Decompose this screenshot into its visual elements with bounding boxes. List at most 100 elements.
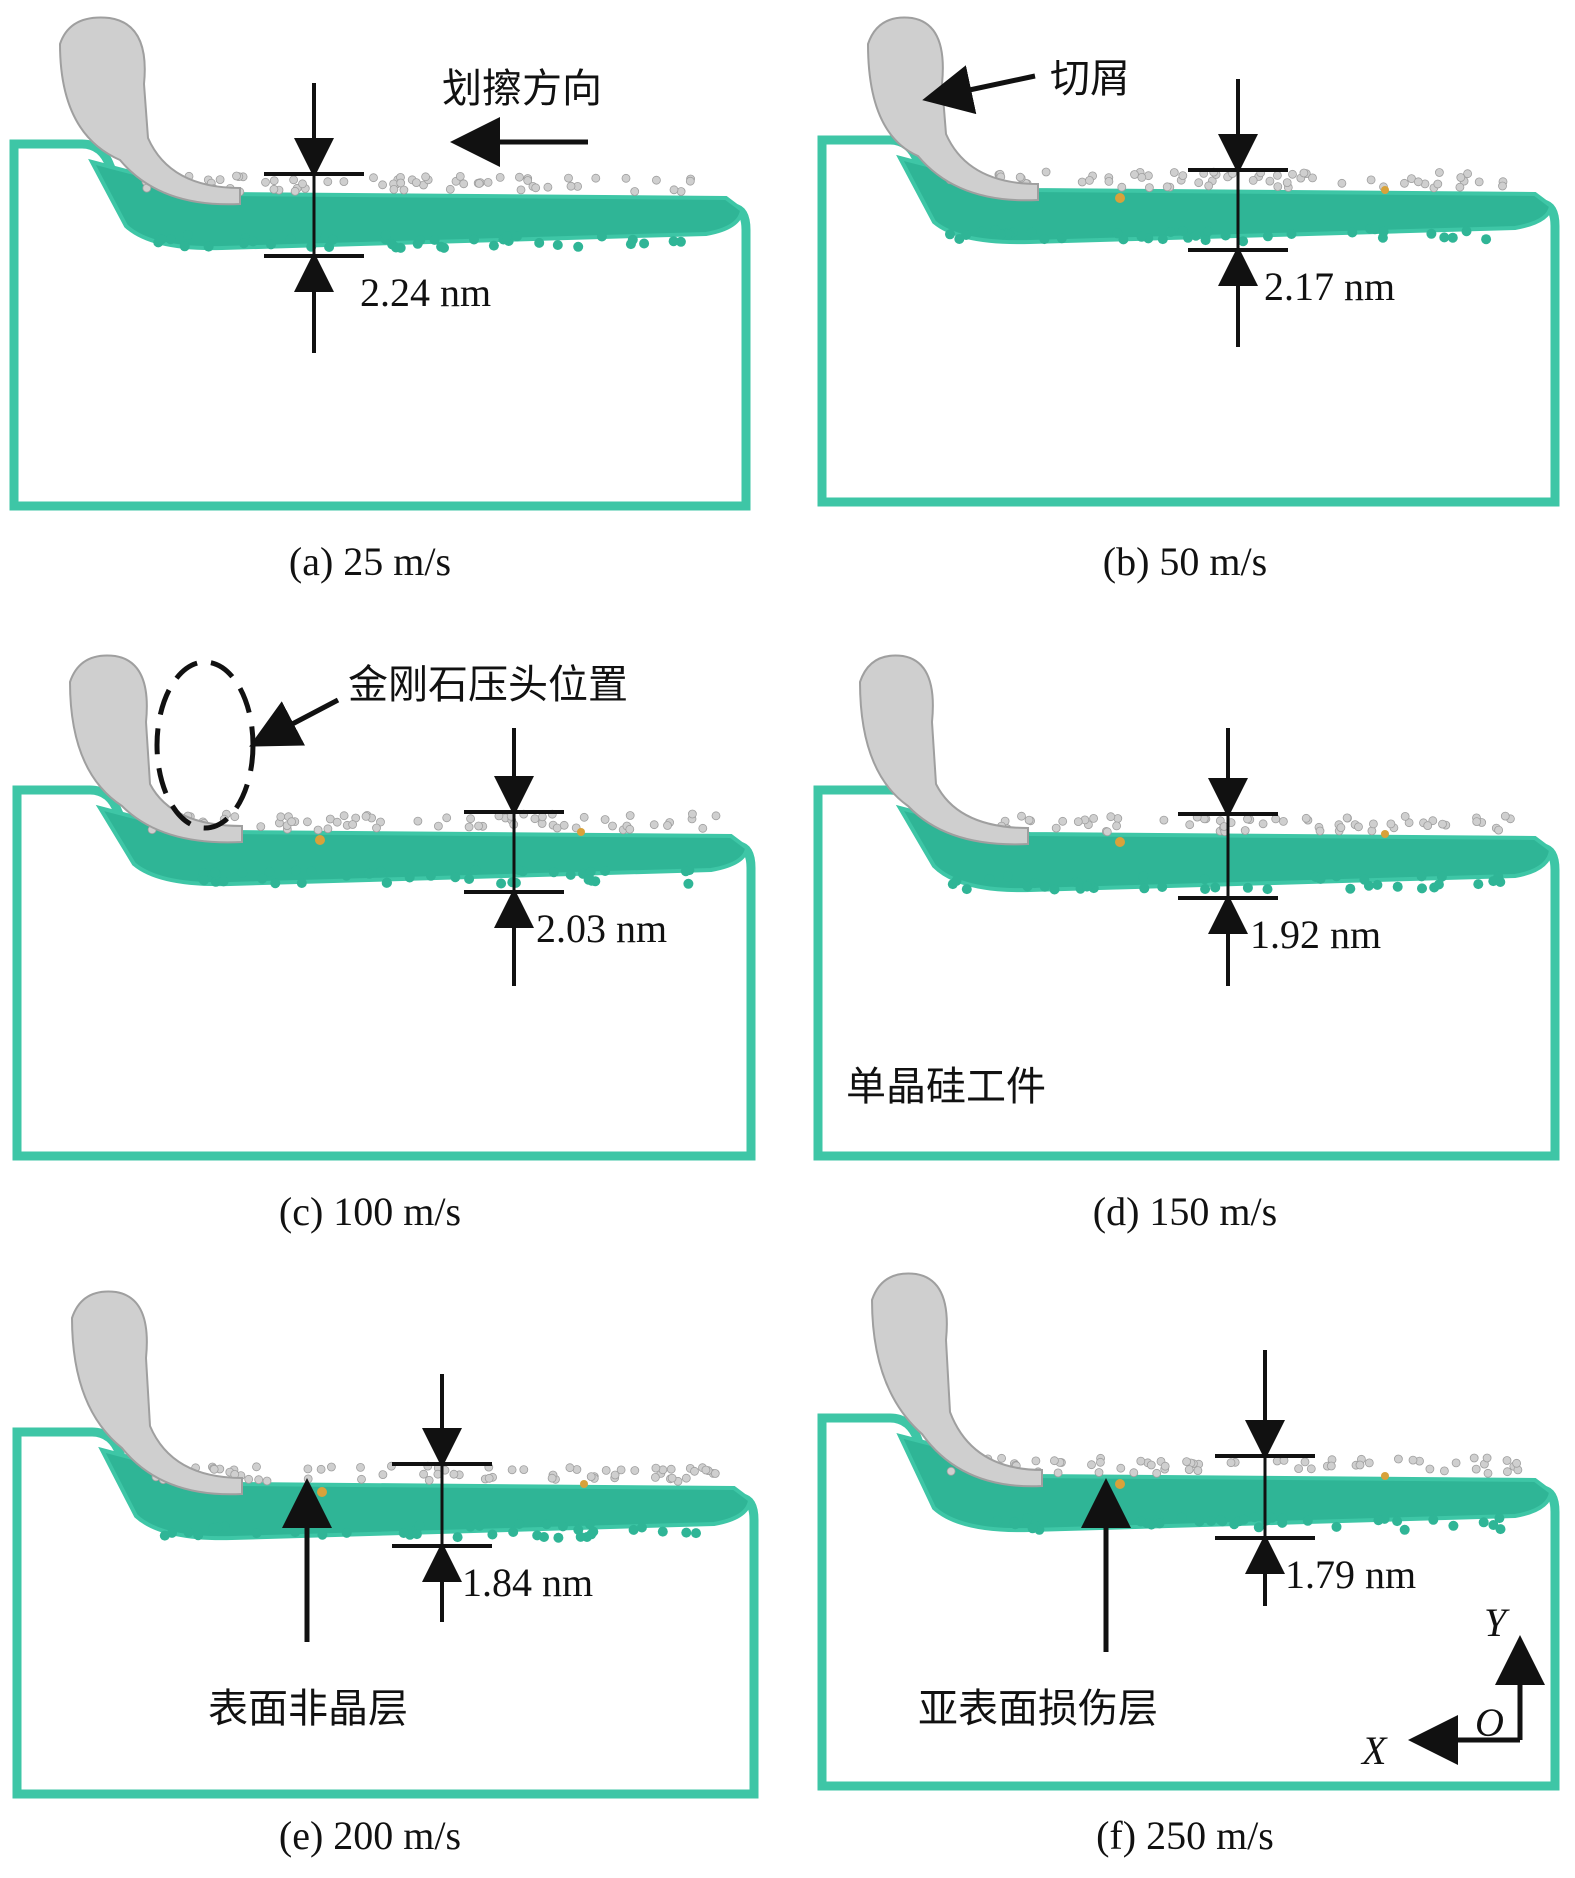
surface-atom <box>547 1473 557 1483</box>
layer-atom <box>156 234 167 245</box>
layer-atom <box>1206 1516 1217 1527</box>
chip-blob <box>58 16 241 206</box>
surface-atom <box>1129 1468 1139 1478</box>
surface-atom <box>495 172 505 182</box>
defect-spot <box>317 1487 327 1497</box>
layer-atom <box>1049 884 1060 895</box>
layer-atom <box>182 230 193 240</box>
surface-atom <box>1096 1457 1105 1467</box>
surface-atom <box>1077 177 1087 187</box>
layer-atom <box>208 1523 219 1534</box>
surface-atom <box>474 821 484 831</box>
layer-atom <box>219 1521 230 1532</box>
layer-atom <box>179 241 190 252</box>
caption-a: (a) 25 m/s <box>288 539 452 584</box>
layer-atom <box>532 1530 543 1541</box>
surface-atom <box>323 824 333 834</box>
layer-atom <box>1377 232 1388 243</box>
surface-atom <box>289 175 299 185</box>
layer-atom <box>1495 1524 1506 1535</box>
surface-atom <box>1451 1458 1461 1468</box>
layer-atom <box>199 875 209 886</box>
defect-spot <box>1381 830 1389 838</box>
layer-atom <box>573 241 584 252</box>
layer-atom <box>1199 874 1210 885</box>
layer-atom <box>411 1529 422 1540</box>
caption-b: (b) 50 m/s <box>1102 539 1268 584</box>
chip-blob <box>858 654 1029 846</box>
layer-atom <box>1347 227 1358 238</box>
layer-atom <box>395 242 406 253</box>
defect-spot <box>577 828 585 836</box>
thickness-label: 2.03 nm <box>536 906 667 951</box>
layer-atom <box>585 866 596 877</box>
surface-atom <box>1178 171 1188 181</box>
layer-atom <box>1495 877 1506 887</box>
surface-atom <box>1273 182 1283 192</box>
surface-atom <box>1288 169 1297 179</box>
layer-atom <box>1138 871 1149 882</box>
layer-atom <box>553 1532 564 1543</box>
layer-atom <box>1277 1513 1288 1524</box>
layer-atom <box>450 872 461 883</box>
layer-atom <box>668 236 679 247</box>
surface-atom <box>339 811 349 821</box>
layer-atom <box>1157 234 1168 245</box>
surface-atom <box>1024 815 1034 825</box>
surface-atom <box>1500 811 1510 821</box>
surface-atom <box>230 812 240 822</box>
surface-atom <box>530 814 540 824</box>
layer-atom <box>984 874 995 885</box>
defect-spot <box>1381 186 1389 194</box>
surface-atom <box>419 1469 429 1479</box>
layer-atom <box>1392 1516 1403 1527</box>
surface-atom <box>1440 1466 1449 1476</box>
damage-layer-band <box>895 804 1554 893</box>
surface-atom <box>667 1473 677 1483</box>
surface-atom <box>215 175 225 185</box>
layer-atom <box>1210 882 1221 893</box>
layer-atom <box>1392 881 1403 892</box>
layer-atom <box>1481 234 1492 245</box>
layer-atom <box>474 1520 485 1531</box>
layer-atom <box>165 234 176 245</box>
surface-atom <box>1366 175 1376 185</box>
surface-atom <box>1315 826 1325 836</box>
label-indenter-position: 金刚石压头位置 <box>348 662 628 708</box>
layer-atom <box>380 230 391 241</box>
layer-atom <box>183 1527 194 1538</box>
layer-atom <box>290 865 301 876</box>
layer-atom <box>1426 228 1437 239</box>
layer-atom <box>954 234 965 244</box>
layer-atom <box>375 866 386 877</box>
layer-atom <box>487 1529 498 1540</box>
layer-atom <box>583 874 594 885</box>
layer-atom <box>257 873 268 884</box>
panel-f: 1.79 nm <box>817 1272 1560 1791</box>
layer-atom <box>575 1531 586 1542</box>
chip-blob <box>866 16 1039 202</box>
caption-c: (c) 100 m/s <box>278 1189 462 1234</box>
surface-atom <box>1258 819 1268 829</box>
surface-atom <box>1294 1464 1303 1473</box>
layer-atom <box>1200 884 1211 894</box>
surface-atom <box>1117 182 1127 192</box>
surface-atom <box>1471 1464 1481 1474</box>
layer-atom <box>404 872 415 883</box>
surface-atom <box>608 821 617 831</box>
layer-atom <box>1331 1521 1342 1532</box>
surface-atom <box>1364 1458 1374 1468</box>
layer-atom <box>1370 224 1380 235</box>
surface-atom <box>1354 822 1363 832</box>
surface-atom <box>1469 1453 1479 1463</box>
layer-atom <box>306 866 317 877</box>
surface-atom <box>378 1470 388 1479</box>
defect-spot <box>1115 193 1125 203</box>
layer-atom <box>1190 230 1201 241</box>
layer-atom <box>296 878 307 888</box>
surface-atom <box>1282 178 1292 188</box>
layer-atom <box>1439 232 1450 243</box>
surface-atom <box>1300 1457 1310 1467</box>
surface-atom <box>357 1474 366 1484</box>
